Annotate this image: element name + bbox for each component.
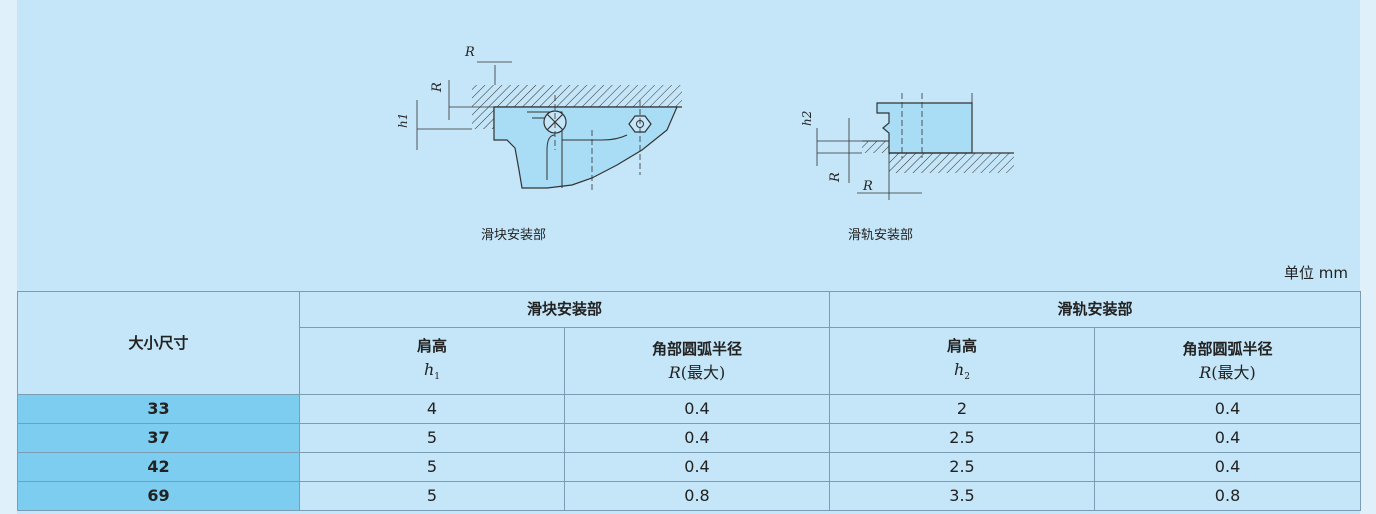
size-cell: 37 [17,423,300,453]
slider-shoulder-header: 肩高 h1 [299,327,565,395]
rail-group-header: 滑轨安装部 [829,291,1362,328]
unit-label: 单位 mm [1284,264,1348,282]
corner-label: 角部圆弧半径 [1182,339,1273,358]
h2-cell: 2.5 [829,423,1096,453]
size-cell: 33 [17,394,300,424]
r-max-symbol: R(最大) [1199,362,1256,382]
table-row: 37 5 0.4 2.5 0.4 [17,423,1362,453]
slider-corner-header: 角部圆弧半径 R(最大) [563,327,831,395]
r-max-symbol: R(最大) [668,362,726,382]
spec-table: 大小尺寸 滑块安装部 滑轨安装部 肩高 h1 角部圆弧半径 R(最大) 肩高 h… [17,291,1362,511]
rail-h2-label: h2 [800,111,814,126]
size-header: 大小尺寸 [17,291,300,395]
table-row: 42 5 0.4 2.5 0.4 [17,452,1362,482]
h1-cell: 5 [299,481,565,511]
rail-corner-header: 角部圆弧半径 R(最大) [1094,327,1362,395]
rail-mounting-figure: h2 R R [800,93,1014,200]
r1-cell: 0.8 [563,481,831,511]
size-cell: 69 [17,481,300,511]
shoulder-label: 肩高 [416,337,447,356]
h1-symbol: h1 [423,360,441,383]
rail-R-side-label: R [828,172,843,183]
rail-figure-caption: 滑轨安装部 [848,228,914,243]
h2-cell: 2 [829,394,1096,424]
h1-cell: 5 [299,452,565,482]
h1-cell: 4 [299,394,565,424]
h2-symbol: h2 [953,360,971,383]
slider-h1-label: h1 [396,113,410,128]
slider-R-top-label: R [464,45,475,60]
r2-cell: 0.4 [1094,452,1362,482]
r1-cell: 0.4 [563,452,831,482]
r2-cell: 0.8 [1094,481,1362,511]
slider-mounting-figure: R R h1 [396,45,682,190]
slider-group-header: 滑块安装部 [298,291,831,328]
table-row: 69 5 0.8 3.5 0.8 [17,481,1362,511]
r1-cell: 0.4 [563,423,831,453]
h2-cell: 3.5 [829,481,1096,511]
r2-cell: 0.4 [1094,423,1362,453]
rail-R-bottom-label: R [862,179,873,194]
content-panel: R R h1 滑块安装部 h2 R R 滑轨安装部 [17,0,1362,514]
slider-R-side-label: R [430,82,445,93]
table-row: 33 4 0.4 2 0.4 [17,394,1362,424]
shoulder-label: 肩高 [947,337,978,356]
h2-cell: 2.5 [829,452,1096,482]
r2-cell: 0.4 [1094,394,1362,424]
corner-label: 角部圆弧半径 [652,339,743,358]
size-cell: 42 [17,452,300,482]
r1-cell: 0.4 [563,394,831,424]
rail-shoulder-header: 肩高 h2 [829,327,1096,395]
slider-figure-caption: 滑块安装部 [481,228,547,243]
h1-cell: 5 [299,423,565,453]
